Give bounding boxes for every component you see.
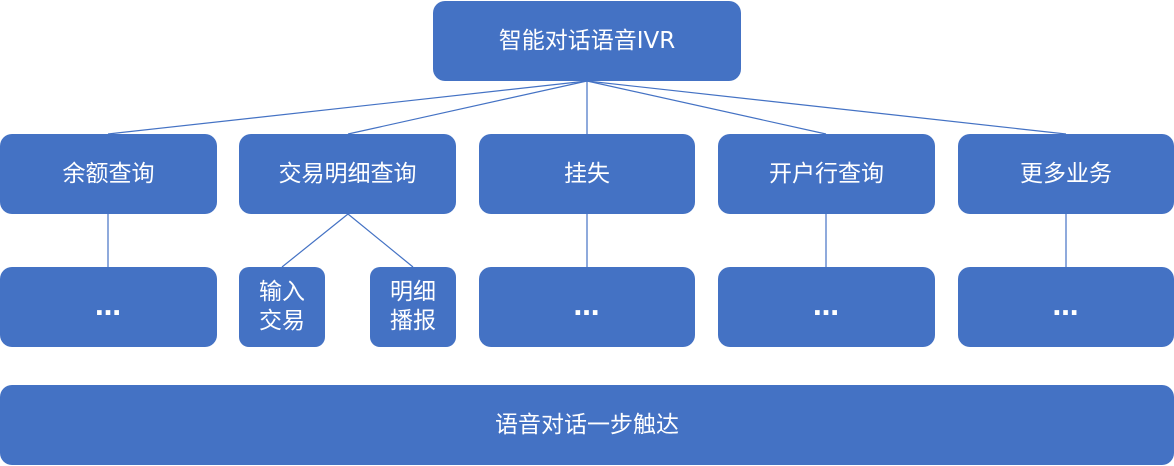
detail-label: 明细播报	[390, 279, 436, 334]
category-bank-branch-inquiry: 开户行查询	[718, 134, 935, 214]
root-node-label: 智能对话语音IVR	[498, 27, 676, 54]
detail-transaction-playback: 明细播报	[370, 267, 456, 347]
detail-label: …	[813, 291, 840, 322]
footer-bar-voice-dialogue: 语音对话一步触达	[0, 385, 1174, 465]
category-loss-report: 挂失	[479, 134, 695, 214]
category-transaction-inquiry: 交易明细查询	[239, 134, 456, 214]
footer-label: 语音对话一步触达	[495, 411, 679, 438]
detail-label: …	[573, 291, 601, 322]
detail-label: …	[95, 291, 122, 322]
root-node-ivr: 智能对话语音IVR	[433, 1, 741, 81]
detail-branch-ellipsis: …	[718, 267, 935, 347]
detail-transaction-input: 输入交易	[239, 267, 325, 347]
connector-root-branch	[586, 80, 827, 135]
connector-root-more	[586, 80, 1067, 135]
connector-transaction-playback	[347, 213, 414, 268]
connector-transaction-input	[281, 213, 349, 268]
detail-loss-ellipsis: …	[479, 267, 695, 347]
category-label: 开户行查询	[769, 160, 884, 187]
category-more-services: 更多业务	[958, 134, 1174, 214]
connector-root-balance	[107, 80, 588, 135]
category-label: 余额查询	[62, 160, 155, 187]
detail-label: …	[1052, 291, 1080, 322]
category-label: 更多业务	[1020, 160, 1112, 187]
category-label: 交易明细查询	[278, 160, 417, 187]
detail-balance-ellipsis: …	[0, 267, 217, 347]
category-balance-inquiry: 余额查询	[0, 134, 217, 214]
connector-root-transaction	[347, 80, 588, 135]
detail-more-ellipsis: …	[958, 267, 1174, 347]
category-label: 挂失	[564, 160, 610, 187]
detail-label: 输入交易	[259, 279, 305, 334]
